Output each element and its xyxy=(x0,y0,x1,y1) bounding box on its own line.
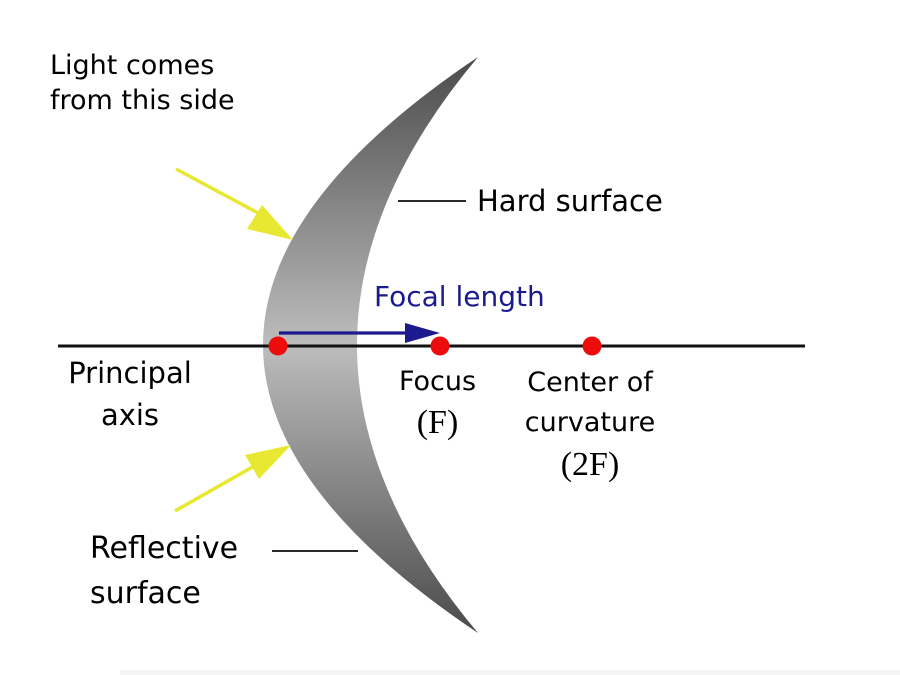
center-of-curvature-label-line2: curvature xyxy=(524,407,656,438)
principal-axis-label-line2: axis xyxy=(100,398,160,432)
focus-label: Focus (F) xyxy=(375,363,500,445)
reflective-surface-label-line1: Reflective xyxy=(90,531,239,566)
light-source-label-line1: Light comes xyxy=(50,50,215,81)
reflective-surface-label: Reflective surface xyxy=(90,526,238,616)
incident-light-arrow-bottom-head-icon xyxy=(245,445,291,479)
focus-point xyxy=(430,336,450,356)
light-source-label: Light comes from this side xyxy=(50,48,235,118)
focus-symbol: (F) xyxy=(416,404,459,441)
incident-light-arrow-top-shaft xyxy=(175,167,259,215)
center-of-curvature-label: Center of curvature (2F) xyxy=(500,363,680,487)
incident-light-arrow-bottom-shaft xyxy=(174,463,257,513)
principal-axis-label: Principal axis xyxy=(35,352,225,436)
center-of-curvature-point xyxy=(582,336,602,356)
center-of-curvature-label-line1: Center of xyxy=(527,367,653,398)
light-source-label-line2: from this side xyxy=(50,85,235,116)
hard-surface-label: Hard surface xyxy=(477,184,663,218)
focal-length-label: Focal length xyxy=(374,280,545,313)
center-of-curvature-symbol: (2F) xyxy=(560,446,620,483)
vertex-point xyxy=(268,336,288,356)
principal-axis-label-line1: Principal xyxy=(68,356,192,390)
focus-label-name: Focus xyxy=(398,366,477,397)
incident-light-arrow-top-head-icon xyxy=(247,205,293,240)
mirror-body xyxy=(263,57,478,633)
focal-length-arrowhead-icon xyxy=(405,323,440,343)
reflective-surface-label-line2: surface xyxy=(90,576,201,611)
bottom-edge-artifact xyxy=(120,670,900,675)
